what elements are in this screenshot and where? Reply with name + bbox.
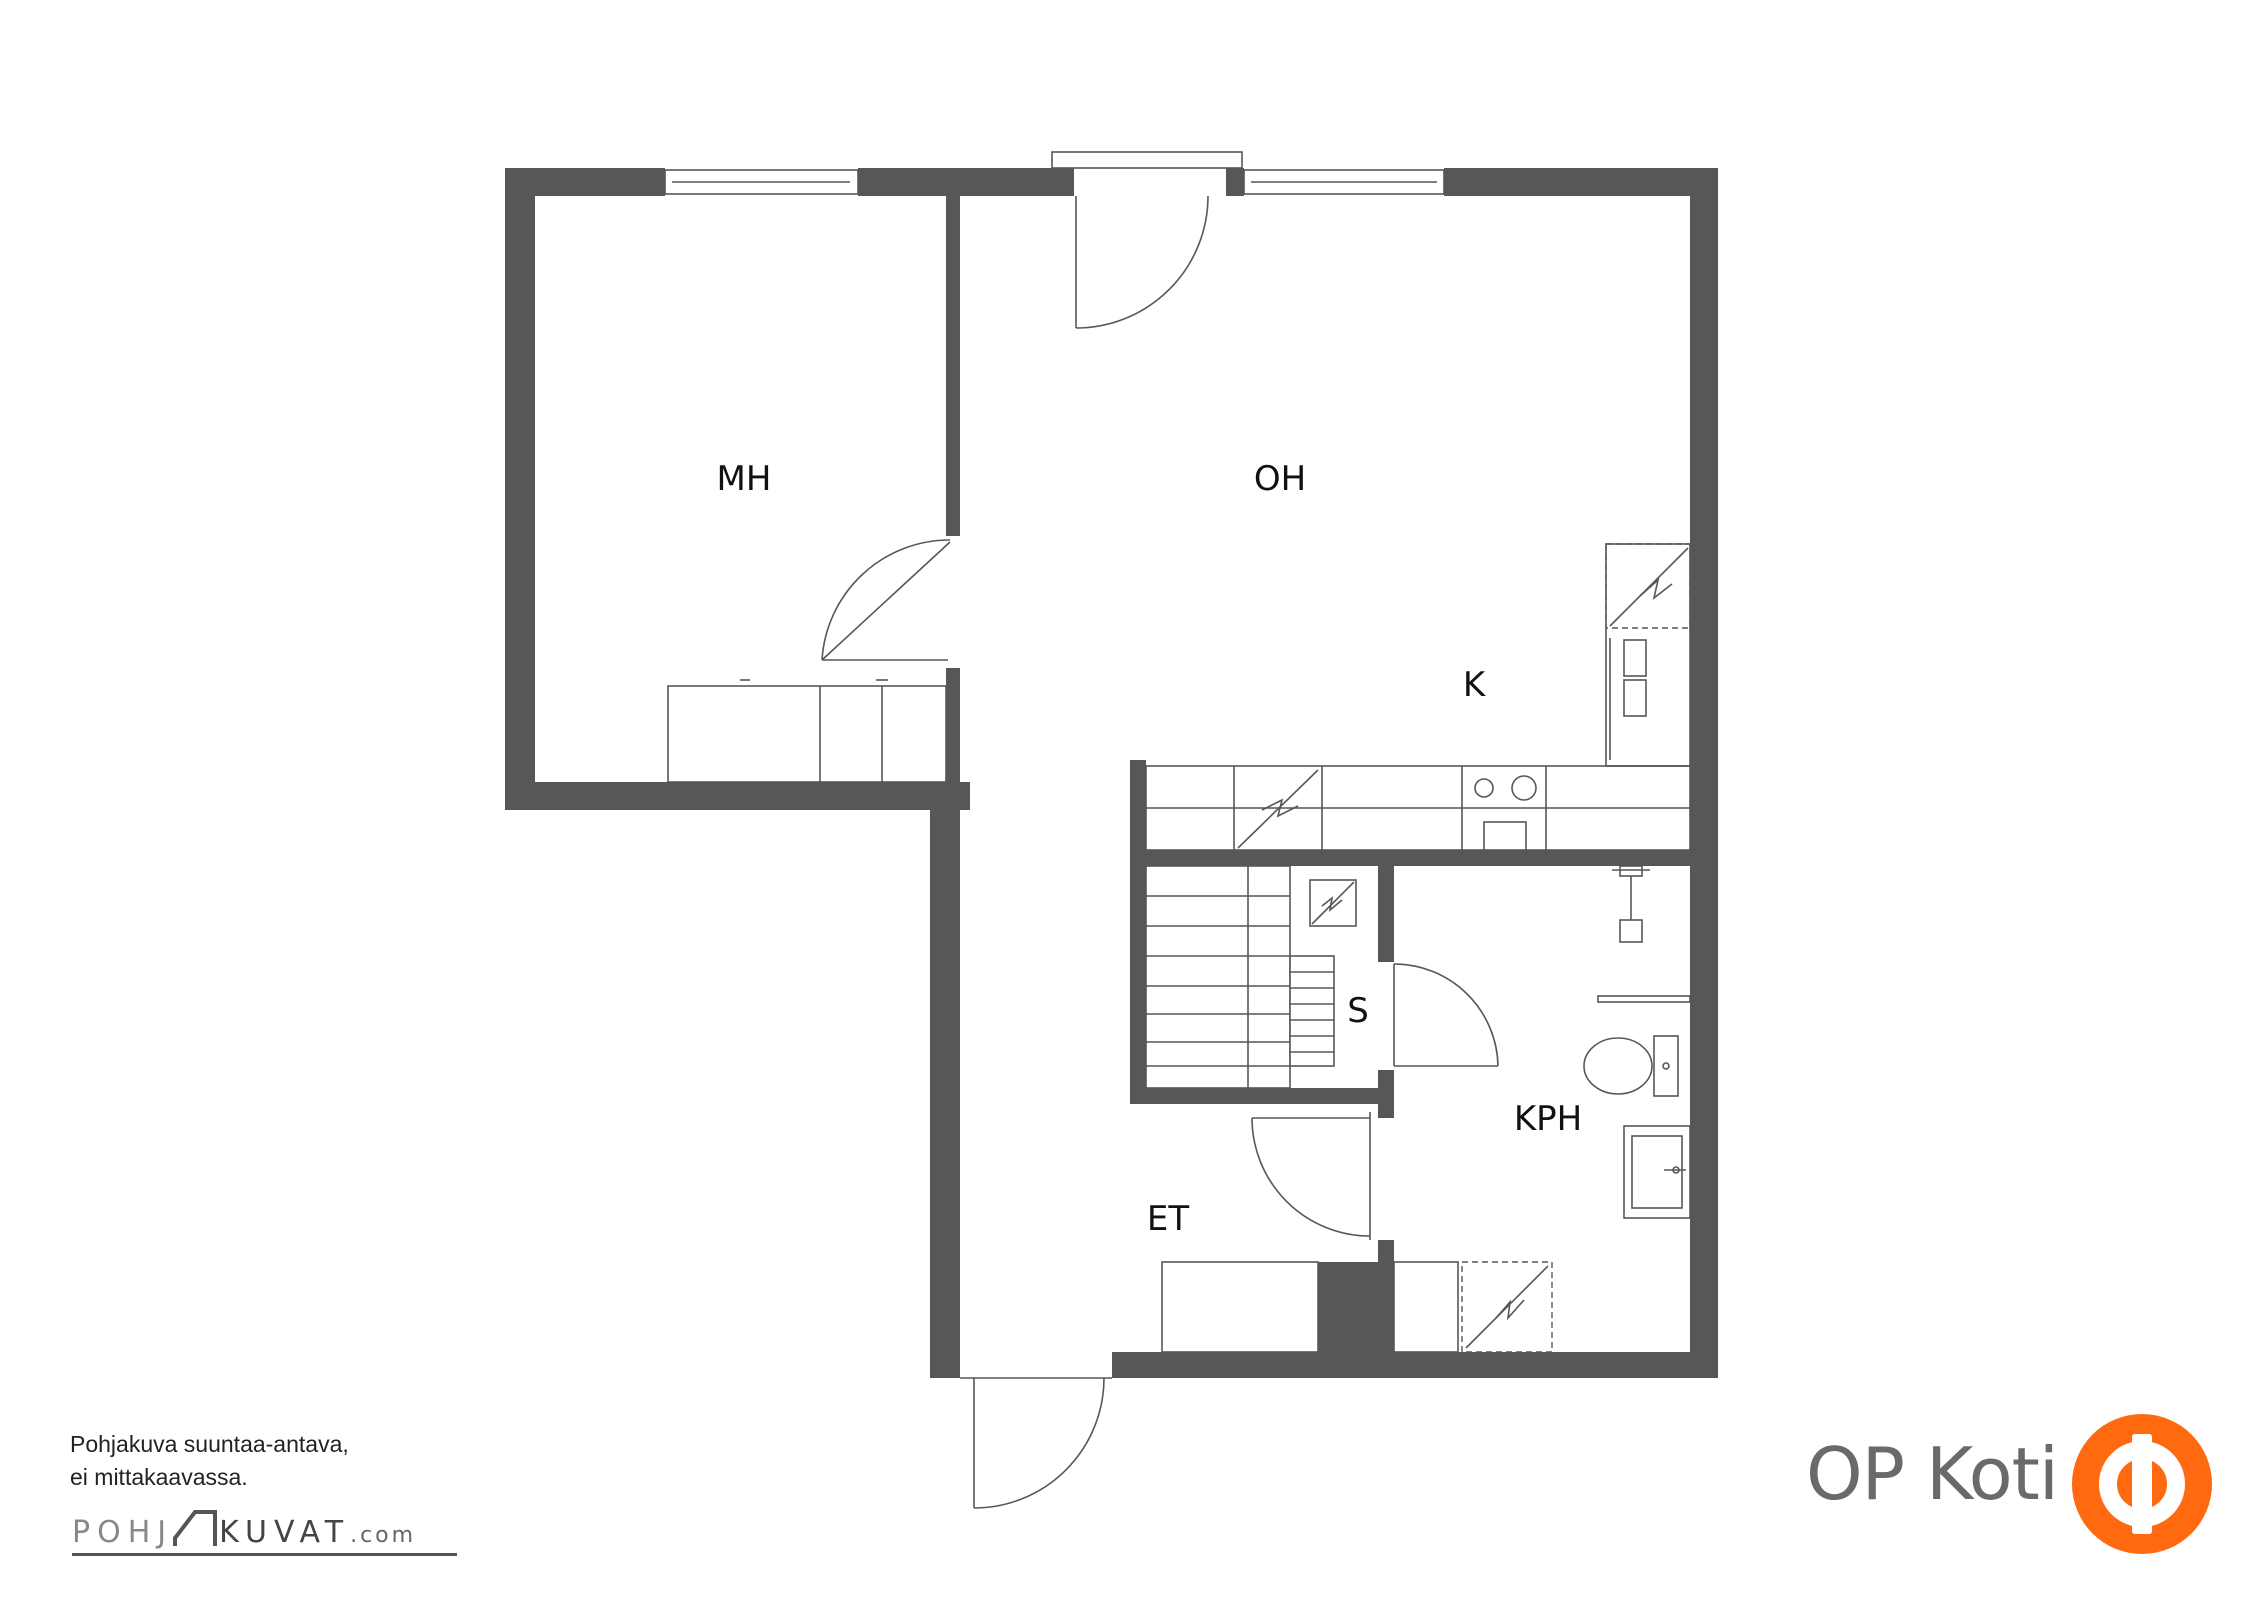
room-label-et: ET xyxy=(1147,1199,1189,1239)
room-label-mh: MH xyxy=(717,459,772,499)
disclaimer-note: Pohjakuva suuntaa-antava, ei mittakaavas… xyxy=(70,1428,349,1494)
pohjakuvat-a-glyph xyxy=(173,1510,218,1546)
pohjakuvat-underline xyxy=(72,1553,457,1556)
op-koti-brand-text: OP Koti xyxy=(1806,1432,2059,1516)
bathroom xyxy=(1393,865,1691,1353)
wardrobe xyxy=(667,679,947,783)
pohjakuvat-logo: POHJ KUVAT.com xyxy=(72,1508,416,1550)
room-label-kph: KPH xyxy=(1514,1099,1582,1139)
disclaimer-line-2: ei mittakaavassa. xyxy=(70,1464,248,1490)
pohjakuvat-logo-part1: POHJ xyxy=(72,1515,174,1550)
op-logo-icon xyxy=(2072,1414,2212,1554)
room-labels: MH OH K S KPH ET xyxy=(717,459,1583,1239)
walls xyxy=(505,168,1718,1378)
stairs xyxy=(1145,865,1357,1089)
disclaimer-line-1: Pohjakuva suuntaa-antava, xyxy=(70,1431,349,1457)
room-label-s: S xyxy=(1347,991,1369,1031)
windows xyxy=(664,151,1445,195)
pohjakuvat-logo-part2: KUVAT xyxy=(219,1515,351,1550)
room-label-oh: OH xyxy=(1254,459,1306,499)
doors xyxy=(821,195,1499,1509)
entry-closet xyxy=(1161,1261,1319,1353)
pohjakuvat-logo-domain: .com xyxy=(350,1523,417,1548)
room-label-k: K xyxy=(1463,665,1487,705)
kitchen xyxy=(1145,543,1691,851)
